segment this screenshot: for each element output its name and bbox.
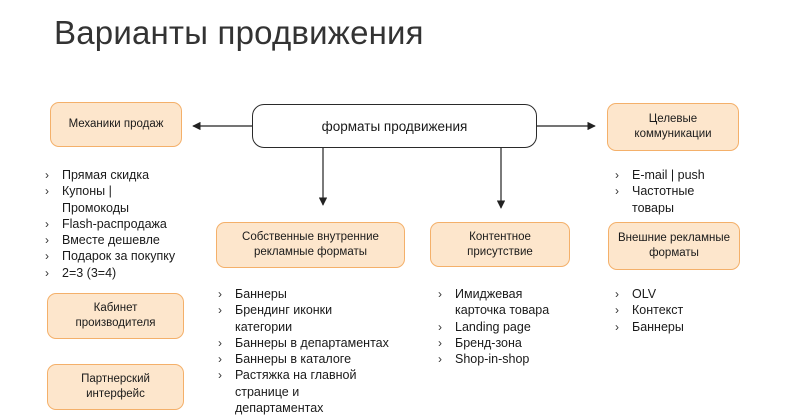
- list-item: ›Баннеры: [218, 287, 287, 301]
- chevron-right-icon: ›: [218, 335, 222, 350]
- list-item: ›Купоны | Промокоды: [45, 184, 129, 215]
- chevron-right-icon: ›: [218, 368, 222, 383]
- chevron-right-icon: ›: [615, 319, 619, 334]
- chevron-right-icon: ›: [45, 265, 49, 280]
- content-list: ›Имиджевая карточка товара ›Landing page…: [438, 286, 588, 367]
- chevron-right-icon: ›: [615, 184, 619, 199]
- chevron-right-icon: ›: [438, 287, 442, 301]
- mechanics-list: ›Прямая скидка ›Купоны | Промокоды ›Flas…: [45, 167, 195, 281]
- list-item: ›Вместе дешевле: [45, 233, 160, 248]
- list-item: ›Баннеры в департаментах: [218, 335, 389, 350]
- list-item: ›OLV: [615, 287, 657, 301]
- list-item: ›Частотные товары: [615, 184, 695, 215]
- chevron-right-icon: ›: [218, 352, 222, 367]
- page-title: Варианты продвижения: [54, 14, 424, 51]
- partner-box: Партнерский интерфейс: [47, 364, 184, 410]
- chevron-right-icon: ›: [45, 184, 49, 199]
- mechanics-box: Механики продаж: [50, 102, 182, 147]
- chevron-right-icon: ›: [615, 287, 619, 301]
- own-formats-box: Собственные внутренние рекламные форматы: [216, 222, 405, 268]
- list-item: ›Баннеры в каталоге: [218, 352, 352, 367]
- chevron-right-icon: ›: [438, 335, 442, 350]
- external-list: ›OLV ›Контекст ›Баннеры: [615, 286, 755, 335]
- list-item: ›Баннеры: [615, 319, 684, 334]
- content-box: Контентное присутствие: [430, 222, 570, 267]
- target-list: ›E-mail | push ›Частотные товары: [615, 167, 755, 216]
- list-item: ›Растяжка на главной странице и департам…: [218, 368, 357, 416]
- list-item: ›Shop-in-shop: [438, 352, 530, 367]
- chevron-right-icon: ›: [615, 303, 619, 318]
- cabinet-box: Кабинет производителя: [47, 293, 184, 339]
- center-box: форматы продвижения: [252, 104, 537, 148]
- chevron-right-icon: ›: [45, 233, 49, 248]
- chevron-right-icon: ›: [45, 168, 49, 182]
- list-item: ›2=3 (3=4): [45, 265, 117, 280]
- chevron-right-icon: ›: [438, 319, 442, 334]
- list-item: ›Подарок за покупку: [45, 249, 176, 264]
- external-box: Внешние рекламные форматы: [608, 222, 740, 270]
- target-box: Целевые коммуникации: [607, 103, 739, 151]
- chevron-right-icon: ›: [615, 168, 619, 182]
- list-item: ›Имиджевая карточка товара: [438, 287, 550, 318]
- chevron-right-icon: ›: [45, 249, 49, 264]
- chevron-right-icon: ›: [218, 303, 222, 318]
- own-formats-list: ›Баннеры ›Брендинг иконки категории ›Бан…: [218, 286, 413, 416]
- list-item: ›Брендинг иконки категории: [218, 303, 333, 334]
- list-item: ›Прямая скидка: [45, 168, 150, 182]
- chevron-right-icon: ›: [45, 216, 49, 231]
- list-item: ›E-mail | push: [615, 168, 705, 182]
- chevron-right-icon: ›: [438, 352, 442, 367]
- list-item: ›Flash-распродажа: [45, 216, 167, 231]
- list-item: ›Бренд-зона: [438, 335, 522, 350]
- list-item: ›Landing page: [438, 319, 531, 334]
- list-item: ›Контекст: [615, 303, 684, 318]
- chevron-right-icon: ›: [218, 287, 222, 301]
